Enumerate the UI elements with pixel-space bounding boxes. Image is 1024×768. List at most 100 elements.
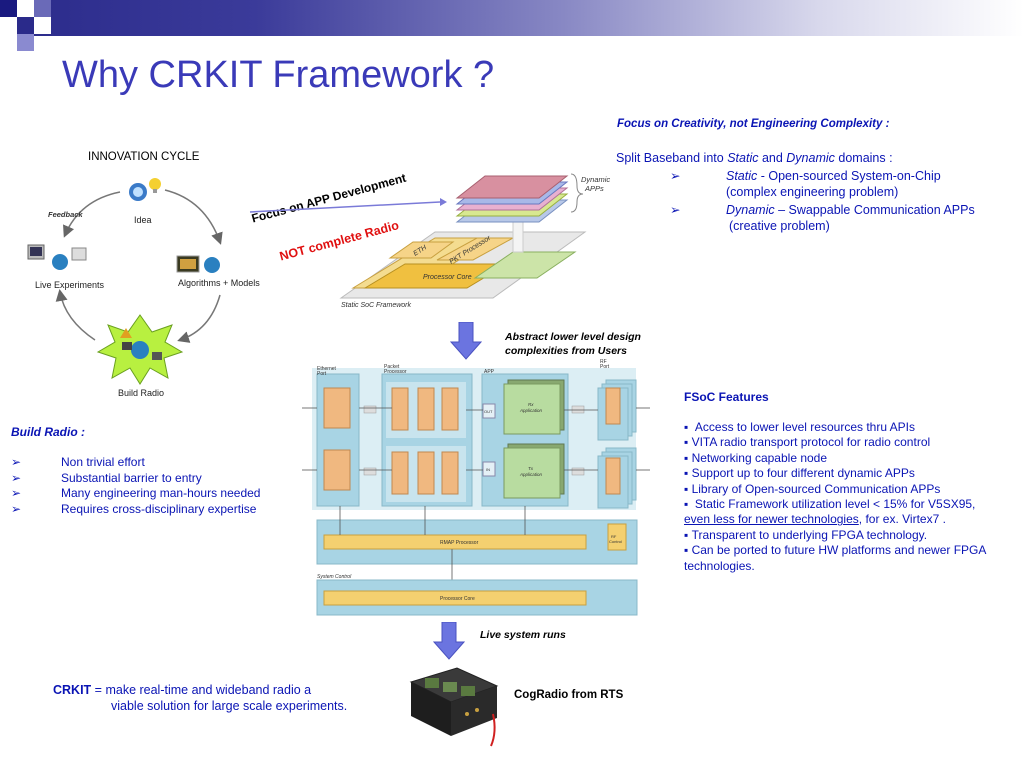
arrow-bullet-icon: ➢ xyxy=(670,169,681,183)
split-static: Static xyxy=(727,151,759,165)
cogradio-label: CogRadio from RTS xyxy=(514,689,624,701)
tx-application-label-2: Application xyxy=(519,472,543,477)
live-experiments-icon xyxy=(27,244,87,270)
processor-core-bar-label: Processor Core xyxy=(440,596,475,602)
rf-control-block xyxy=(607,523,627,551)
live-system-runs-label: Live system runs xyxy=(480,629,566,641)
fsoc-item-5-text: Library of Open-sourced Communication AP… xyxy=(691,481,941,496)
split-baseband-line: Split Baseband into Static and Dynamic d… xyxy=(616,151,893,165)
rx-application-label-1: Rx xyxy=(528,402,534,407)
abstract-note: Abstract lower level design complexities… xyxy=(505,330,641,358)
tx-application-block xyxy=(503,447,561,499)
fsoc-item-3: ▪ Networking capable node xyxy=(684,450,828,465)
fsoc-item-3-text: Networking capable node xyxy=(691,450,828,465)
ethernet-label-2: Port xyxy=(317,371,327,377)
crkit-line-2: viable solution for large scale experime… xyxy=(111,699,348,713)
fsoc-item-6-text: Static Framework utilization level < 15%… xyxy=(694,497,976,512)
fsoc-item-8: ▪ Can be ported to future HW platforms a… xyxy=(684,543,987,558)
build-item-2-text: Substantial barrier to entry xyxy=(61,470,202,485)
build-item-4: ➢Requires cross-disciplinary expertise xyxy=(11,502,260,518)
crkit-name: CRKIT xyxy=(53,683,92,697)
packet-processor-label-1: Packet xyxy=(384,364,400,370)
eth-block xyxy=(388,241,455,259)
app-slot-block xyxy=(473,251,577,279)
crkit-line-1-text: = make real-time and wideband radio a xyxy=(91,683,312,697)
dynamic-sub: (creative problem) xyxy=(729,219,830,233)
fsoc-block-diagram: Ethernet Port Packet Processor APP OUT I… xyxy=(302,359,650,616)
algorithms-icon xyxy=(176,255,220,273)
abstract-note-line-1: Abstract lower level design xyxy=(505,331,641,343)
idea-icon xyxy=(129,178,161,201)
idea-label: Idea xyxy=(134,215,152,225)
app-label: APP xyxy=(484,369,495,375)
down-arrow-1-icon xyxy=(450,322,482,360)
innovation-cycle-heading: INNOVATION CYCLE xyxy=(88,151,200,163)
fsoc-heading: FSoC Features xyxy=(684,390,769,404)
dynamic-apps-stack xyxy=(455,175,569,199)
fsoc-item-5: ▪ Library of Open-sourced Communication … xyxy=(684,481,941,496)
system-control-label: System Control xyxy=(317,574,352,580)
rx-application-block xyxy=(503,383,561,435)
build-item-2: ➢ Substantial barrier to entry xyxy=(11,471,260,487)
processor-core-bar xyxy=(323,590,587,606)
fsoc-item-7-text: Transparent to underlying FPGA technolog… xyxy=(691,527,928,542)
rf-port-label-2: Port xyxy=(600,364,610,370)
fsoc-item-4: ▪ Support up to four different dynamic A… xyxy=(684,466,915,481)
focus-creativity-heading: Focus on Creativity, not Engineering Com… xyxy=(617,118,890,130)
build-item-3: ➢Many engineering man-hours needed xyxy=(11,486,260,502)
out-port-label: OUT xyxy=(484,409,493,414)
rf-control-label-1: RF xyxy=(611,534,617,539)
fsoc-item-1-text: Access to lower level resources thru API… xyxy=(694,420,916,434)
build-radio-label: Build Radio xyxy=(118,388,164,398)
static-sub: (complex engineering problem) xyxy=(726,185,899,199)
feedback-label: Feedback xyxy=(48,210,83,219)
corner-logo xyxy=(0,0,60,52)
static-soc-framework-label: Static SoC Framework xyxy=(341,302,412,309)
rf-port-label-1: RF xyxy=(600,359,607,365)
arrow-bullet-icon: ➢ xyxy=(11,455,22,469)
innovation-cycle-diagram: Idea Feedback Algorithms + Models Live E… xyxy=(27,178,260,398)
build-item-1-text: Non trivial effort xyxy=(61,455,145,469)
build-item-1: ➢ Non trivial effort xyxy=(11,455,260,471)
fsoc-item-6: ▪ Static Framework utilization level < 1… xyxy=(684,497,976,512)
fsoc-item-4-text: Support up to four different dynamic APP… xyxy=(691,466,915,481)
soc-framework-diagram: ETH PKT Processor Processor Core Dynamic… xyxy=(249,173,610,309)
fsoc-underline-text: even less for newer technologies xyxy=(684,512,859,527)
fsoc-item-8-cont: technologies. xyxy=(684,558,755,573)
down-arrow-2-icon xyxy=(433,622,465,660)
ethernet-label-1: Ethernet xyxy=(317,366,337,372)
static-bullet: ➢ Static - Open-sourced System-on-Chip xyxy=(670,168,941,183)
focus-arrow-line xyxy=(249,201,441,213)
in-port-label: IN xyxy=(486,467,490,472)
fsoc-item-6-cont: even less for newer technologies, for ex… xyxy=(684,512,1019,527)
abstract-note-line-2: complexities from Users xyxy=(505,345,627,357)
arrow-bullet-icon: ➢ xyxy=(11,470,22,485)
rmap-processor-block xyxy=(323,534,587,550)
live-experiments-label: Live Experiments xyxy=(35,280,105,290)
dynamic-bullet: ➢ Dynamic – Swappable Communication APPs xyxy=(670,202,975,217)
build-item-3-text: Many engineering man-hours needed xyxy=(61,486,261,500)
split-prefix: Split Baseband into xyxy=(616,151,728,165)
fsoc-item-1: ▪ Access to lower level resources thru A… xyxy=(684,420,916,434)
header-band xyxy=(0,0,1024,36)
static-word: Static xyxy=(726,169,758,183)
static-desc: - Open-sourced System-on-Chip xyxy=(757,169,941,183)
crkit-summary: CRKIT = make real-time and wideband radi… xyxy=(53,682,347,714)
arrow-bullet-icon: ➢ xyxy=(670,203,681,217)
packet-processor-label-2: Processor xyxy=(384,369,407,375)
processor-core-label: Processor Core xyxy=(423,274,472,281)
fsoc-feature-list: ▪ Access to lower level resources thru A… xyxy=(684,420,1019,574)
tx-application-label-1: Tx xyxy=(528,466,534,471)
dynamic-word: Dynamic xyxy=(726,203,775,217)
fsoc-after-underline: , for ex. Virtex7 . xyxy=(858,512,946,527)
split-and: and xyxy=(758,151,787,165)
rf-control-label-2: Control xyxy=(609,539,622,544)
crkit-line-1: CRKIT = make real-time and wideband radi… xyxy=(53,682,347,698)
dynamic-apps-label-2: APPs xyxy=(584,184,604,193)
fsoc-item-2: ▪ VITA radio transport protocol for radi… xyxy=(684,435,931,450)
build-radio-list: ➢ Non trivial effort ➢ Substantial barrier… xyxy=(11,455,260,517)
arrow-bullet-icon: ➢ xyxy=(11,501,22,516)
algorithms-label: Algorithms + Models xyxy=(178,278,260,288)
dynamic-desc: – Swappable Communication APPs xyxy=(774,203,975,217)
rmap-processor-label: RMAP Processor xyxy=(440,540,479,546)
